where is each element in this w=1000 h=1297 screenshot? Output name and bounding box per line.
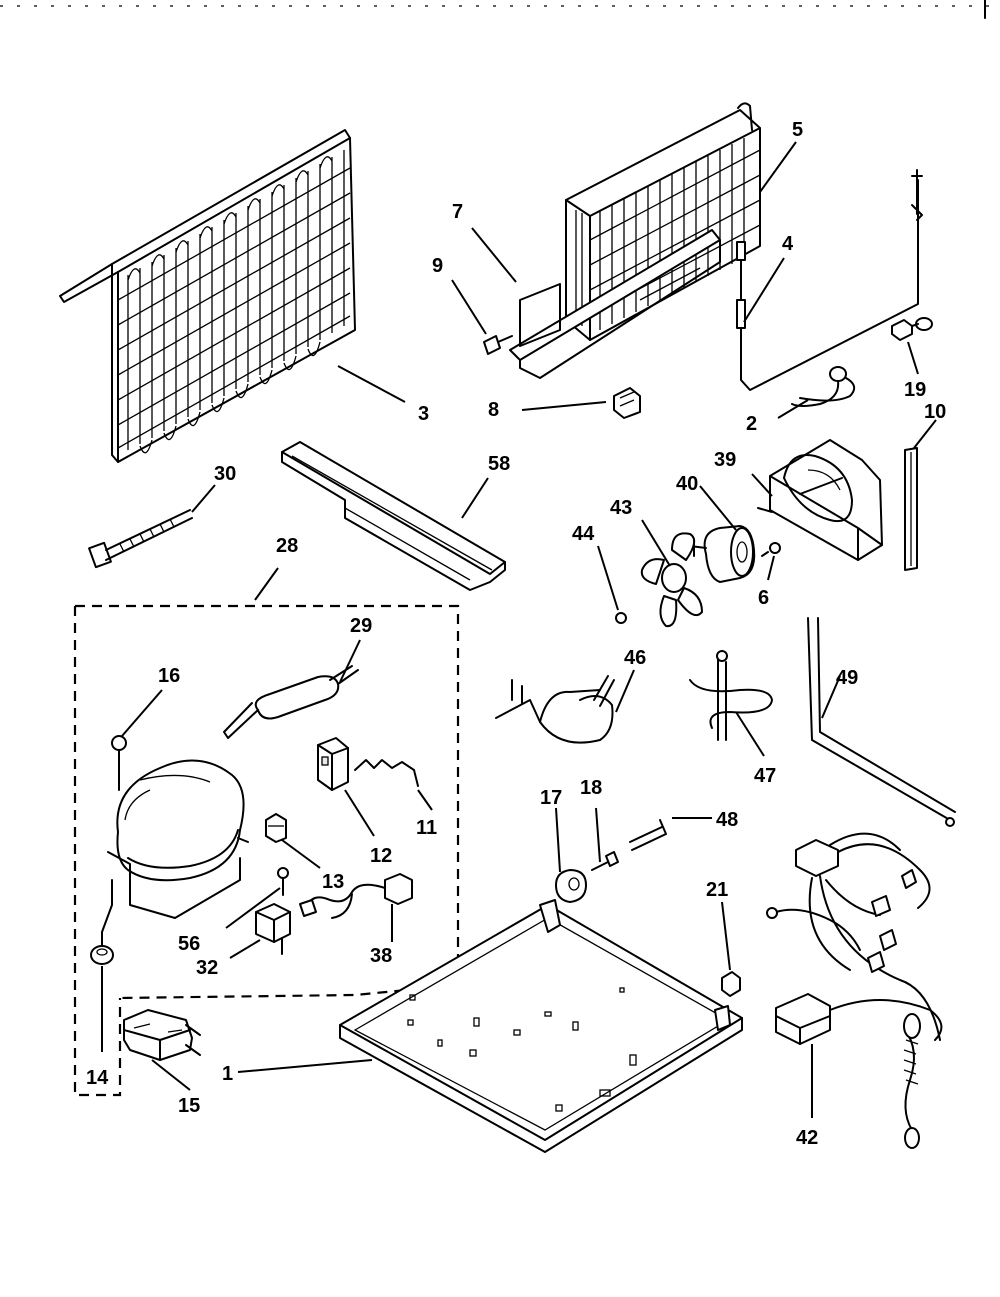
label-49: 49 (836, 667, 858, 689)
grommet-14 (90, 879, 114, 965)
condenser-coil (59, 129, 356, 463)
compressor-kit-boundary (73, 604, 460, 1097)
valve-15 (123, 1009, 201, 1061)
label-58: 58 (488, 453, 510, 475)
compressor (107, 759, 249, 919)
label-17: 17 (540, 787, 562, 809)
label-42: 42 (796, 1127, 818, 1149)
label-47: 47 (754, 765, 776, 787)
nut-21 (721, 971, 741, 997)
screw-6 (761, 542, 781, 557)
label-30: 30 (214, 463, 236, 485)
label-9: 9 (432, 255, 443, 277)
label-44: 44 (572, 523, 595, 545)
bracket-7 (509, 229, 721, 379)
harness-38 (299, 873, 413, 919)
label-21: 21 (706, 879, 728, 901)
tube-loop-46 (495, 675, 615, 744)
label-43: 43 (610, 497, 632, 519)
label-16: 16 (158, 665, 180, 687)
label-13: 13 (322, 871, 344, 893)
fan-motor-40 (689, 525, 756, 583)
label-32: 32 (196, 957, 218, 979)
base-plate-1 (339, 899, 743, 1153)
tube-49 (807, 617, 956, 827)
bracket-32 (255, 903, 291, 955)
label-48: 48 (716, 809, 738, 831)
label-8: 8 (488, 399, 499, 421)
label-40: 40 (676, 473, 698, 495)
filter-drier-29 (223, 665, 359, 739)
tube-48 (629, 819, 667, 851)
drain-heater-30 (88, 509, 193, 569)
fan-shroud-39 (757, 439, 883, 561)
label-5: 5 (792, 119, 803, 141)
process-tube-16 (111, 735, 127, 791)
grommet-17 (555, 869, 587, 903)
label-11: 11 (416, 817, 437, 839)
tube-47 (689, 650, 773, 741)
screw-18 (591, 851, 619, 871)
clip-19 (891, 317, 933, 341)
label-7: 7 (452, 201, 463, 223)
thermistor-2 (791, 366, 856, 407)
label-56: 56 (178, 933, 200, 955)
label-19: 19 (904, 379, 926, 401)
label-29: 29 (350, 615, 372, 637)
clip-11 (354, 759, 419, 787)
label-18: 18 (580, 777, 602, 799)
nut-44 (615, 612, 627, 624)
label-2: 2 (746, 413, 757, 435)
label-15: 15 (178, 1095, 200, 1117)
label-4: 4 (782, 233, 794, 255)
screw-56 (277, 867, 289, 896)
strip-10 (904, 447, 918, 571)
label-28: 28 (276, 535, 298, 557)
label-46: 46 (624, 647, 646, 669)
top-edge-marks (0, 0, 1000, 19)
label-1: 1 (222, 1063, 233, 1085)
drain-pan-58 (281, 441, 506, 591)
label-39: 39 (714, 449, 736, 471)
label-38: 38 (370, 945, 392, 967)
relay-12 (317, 737, 349, 791)
sensor-4 (736, 169, 923, 391)
label-10: 10 (924, 401, 946, 423)
label-12: 12 (370, 845, 392, 867)
overload-13 (265, 813, 287, 843)
fan-blade-43 (640, 532, 703, 628)
clip-8 (613, 387, 641, 419)
label-14: 14 (86, 1067, 109, 1089)
wire-harness-42 (766, 832, 943, 1149)
screw-9 (483, 335, 513, 355)
label-6: 6 (758, 587, 769, 609)
label-3: 3 (418, 403, 429, 425)
evaporator-5 (565, 102, 761, 341)
